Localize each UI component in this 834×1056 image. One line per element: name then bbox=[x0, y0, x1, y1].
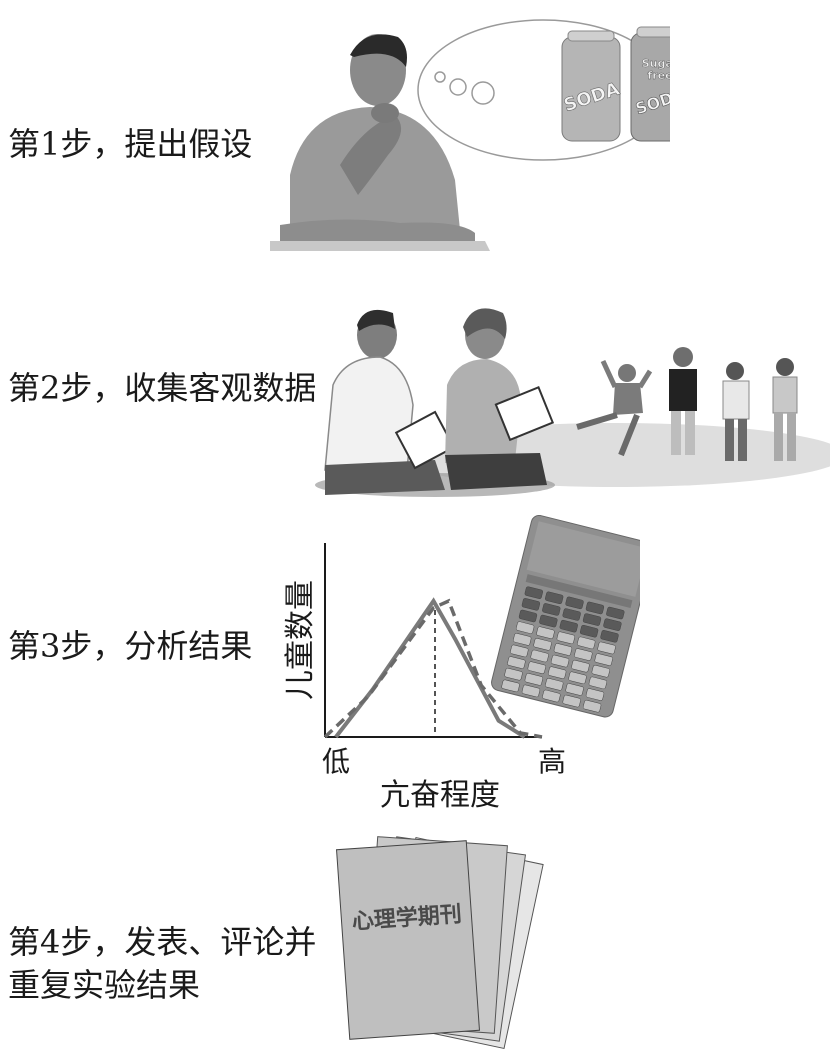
calculator-key bbox=[582, 613, 602, 626]
calculator-key bbox=[504, 667, 523, 681]
series-dashed-line bbox=[323, 598, 543, 739]
thought-dot-small bbox=[434, 71, 446, 83]
calculator-key bbox=[542, 689, 561, 703]
calculator-key bbox=[568, 671, 587, 685]
step-4-label-line2: 重复实验结果 bbox=[8, 966, 201, 1004]
calculator-key bbox=[571, 659, 590, 673]
sugar-free-soda-can: Sugar free SODA bbox=[630, 26, 670, 142]
child-standing-2 bbox=[722, 362, 750, 461]
calculator-key bbox=[603, 618, 622, 631]
calculator-key bbox=[507, 656, 526, 669]
calculator-key bbox=[542, 603, 561, 616]
calculator-key bbox=[539, 614, 558, 628]
calculator-key bbox=[524, 586, 543, 599]
step-1-illustration: SODA Sugar free SODA bbox=[270, 19, 670, 251]
calculator-key bbox=[574, 648, 593, 661]
calculator-key bbox=[606, 606, 625, 620]
calculator-key bbox=[559, 619, 578, 633]
calculator-key bbox=[521, 598, 541, 611]
calculator-key bbox=[582, 699, 602, 713]
soda-can: SODA bbox=[561, 30, 623, 142]
step-2-illustration bbox=[315, 308, 830, 497]
calculator-key bbox=[597, 641, 616, 655]
calculator-key bbox=[556, 631, 576, 645]
step-3-label: 第3步，分析结果 bbox=[8, 627, 253, 665]
journal-stack bbox=[335, 836, 544, 1050]
calculator-key bbox=[521, 684, 541, 698]
calculator-key bbox=[501, 679, 520, 693]
calculator-key bbox=[510, 644, 529, 658]
x-tick-high: 高 bbox=[538, 745, 566, 778]
calculator-key bbox=[577, 636, 596, 650]
svg-text:Sugar: Sugar bbox=[642, 57, 670, 70]
calculator-key bbox=[562, 608, 581, 621]
step-2-label: 第2步，收集客观数据 bbox=[8, 369, 317, 407]
y-axis-label: 儿童数量 bbox=[283, 580, 318, 700]
calculator-key bbox=[585, 688, 605, 701]
calculator-key bbox=[562, 694, 581, 708]
calculator-key bbox=[513, 633, 532, 646]
x-axis-label: 亢奋程度 bbox=[380, 778, 500, 810]
calculator-key bbox=[550, 654, 570, 668]
step-1-label: 第1步，提出假设 bbox=[8, 125, 253, 163]
calculator-key bbox=[565, 683, 584, 696]
calculator-image bbox=[491, 515, 640, 718]
calculator-key bbox=[518, 609, 538, 623]
child-standing-1 bbox=[669, 347, 697, 455]
calculator-key bbox=[579, 624, 599, 638]
calculator-key bbox=[591, 664, 610, 678]
step-4-label-line1: 第4步，发表、评论并 bbox=[8, 923, 317, 961]
step-3-chart: 儿童数量 低 高 亢奋程度 bbox=[283, 515, 640, 810]
calculator-key bbox=[533, 638, 552, 651]
thinking-man bbox=[270, 34, 490, 251]
thought-dot-large bbox=[471, 81, 495, 105]
calculator-key bbox=[524, 673, 544, 686]
calculator-key bbox=[515, 621, 535, 634]
calculator-key bbox=[527, 661, 546, 674]
calculator-key bbox=[565, 596, 584, 610]
calculator-key bbox=[536, 626, 555, 639]
calculator-key bbox=[600, 630, 619, 643]
female-observer bbox=[445, 308, 555, 490]
child-jumping bbox=[576, 359, 653, 457]
step-4-illustration: 心理学期刊 bbox=[335, 836, 544, 1050]
calculator-key bbox=[594, 653, 613, 666]
child-standing-3 bbox=[772, 358, 798, 461]
calculator-key bbox=[553, 643, 573, 656]
calculator-key bbox=[545, 591, 564, 605]
calculator-key bbox=[588, 676, 608, 690]
male-observer bbox=[324, 309, 456, 495]
calculator-key bbox=[547, 666, 567, 679]
x-tick-low: 低 bbox=[322, 745, 350, 778]
calculator-key bbox=[530, 649, 549, 663]
calculator-key bbox=[585, 601, 605, 615]
calculator-key bbox=[545, 678, 564, 691]
svg-text:free: free bbox=[647, 69, 670, 82]
thought-dot-medium bbox=[449, 78, 467, 96]
